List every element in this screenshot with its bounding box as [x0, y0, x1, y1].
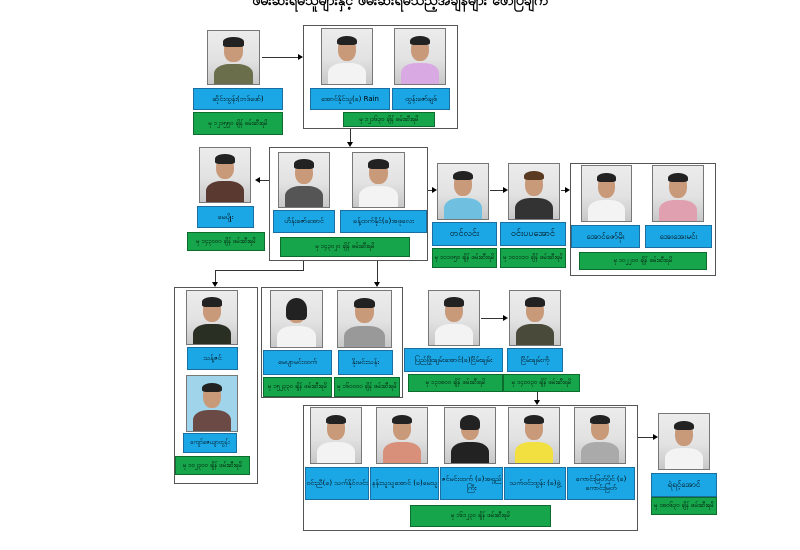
arrest-time: မှ ၁၀၁၀၅၀ ချိန် ဖမ်းဆီးရမိ	[432, 248, 497, 268]
connector	[215, 270, 304, 271]
connector	[490, 190, 503, 191]
person-name: အောင်နိုင်သူ(ခ) Rain	[310, 88, 390, 110]
person-photo	[352, 152, 405, 208]
group-arrest-time: မှ ၁၆၁၂၃၀ ချိန် ဖမ်းဆီးရမိ	[410, 505, 551, 527]
person-photo	[581, 165, 632, 222]
arrest-time: မှ ၁၆၀၀၀၀ ချိန် ဖမ်းဆီးရမိ	[334, 377, 400, 397]
person-photo	[508, 407, 560, 464]
person-name: ထွန်းဇော်ချစ်	[392, 88, 450, 110]
arrow-right-icon	[503, 187, 511, 193]
connector	[257, 180, 269, 181]
person-photo	[652, 165, 704, 222]
diagram-title: ဖမ်းဆီးရမိသူများနှင့် ဖမ်းဆီးရမိသည့်အချိ…	[252, 0, 548, 9]
person-name: ခန့်ထက်နိုင်(ခ)အဖုလေး	[340, 210, 427, 233]
person-photo	[437, 163, 489, 220]
arrow-right-icon	[503, 315, 511, 321]
person-name: ဝင်းပပအောင်	[500, 222, 566, 246]
arrest-time: မှ ၁၈၀၆၃၀ ချိန် ဖမ်းဆီးရမိ	[651, 497, 717, 515]
person-name: အေးအေးမင်း	[645, 225, 712, 248]
person-name: မေပျိုး	[197, 206, 254, 228]
arrow-right-icon	[565, 187, 573, 193]
connector	[428, 190, 432, 191]
connector	[350, 129, 351, 142]
person-name: ရဲရင့်အောင်	[651, 473, 717, 497]
person-photo	[186, 375, 238, 432]
arrest-time: မှ ၁၀၂၃၀၀ ချိန် ဖမ်းဆီးရမိ	[175, 456, 250, 475]
arrow-down-icon	[347, 142, 353, 150]
person-name: သက်ဝင်းထွန်း (ခ)ဖွဲ့	[504, 467, 566, 500]
arrest-time: မှ ၁၅၂၃၃၀ ချိန် ဖမ်းဆီးရမိ	[263, 377, 332, 397]
connector	[561, 190, 565, 191]
person-name: ဟိန်းဇော်အောင်	[273, 210, 335, 233]
connector	[481, 318, 503, 319]
connector	[537, 392, 538, 400]
person-name: ဆိုင်းထွန်း(ဘဒ်ဖော်)	[193, 88, 283, 110]
person-photo	[509, 290, 561, 346]
person-photo	[207, 30, 260, 85]
arrest-time: မှ ၁၀၁၁၁၀ ချိန် ဖမ်းဆီးရမိ	[500, 248, 566, 268]
person-photo	[186, 290, 238, 345]
arrest-time: မှ ၁၂၁၅၅၀ ချိန် ဖမ်းဆီးရမိ	[193, 112, 283, 135]
connector	[215, 270, 216, 282]
person-name: ပြည်ဖြိုးချမ်းအောင်(ခ)ငြိမ်းချမ်း	[404, 348, 503, 372]
group-arrest-time: မှ ၁၀၂၂၀၀ ချိန် ဖမ်းဆီးရမိ	[579, 252, 707, 270]
person-name: နန်းသူသူအောင် (ခ)မေသူ	[370, 467, 439, 500]
person-photo	[444, 407, 496, 464]
group-arrest-time: မှ ၁၂၁၆၃၀ ချိန် ဖမ်းဆီးရမိ	[343, 112, 435, 127]
person-name: ဝင်းညီ(ခ) သက်နိုင်လင်း	[305, 467, 369, 500]
arrow-right-icon	[298, 54, 306, 60]
person-photo	[394, 28, 446, 85]
person-photo	[574, 407, 626, 464]
person-name: တင်လင်း	[432, 222, 497, 246]
person-photo	[337, 290, 392, 348]
person-photo	[508, 163, 560, 220]
arrow-right-icon	[432, 187, 440, 193]
person-photo	[376, 407, 428, 464]
arrow-left-icon	[252, 177, 260, 183]
person-name: နိုးမင်းသန်း	[338, 350, 393, 375]
arrest-time: မှ ၁၃၁၈၀၀ ချိန် ဖမ်းဆီးရမိ	[408, 374, 503, 392]
person-name: ငြိမ်းချမ်းကို	[507, 348, 563, 372]
person-photo	[270, 290, 323, 348]
person-photo	[428, 290, 480, 346]
person-name: ကျော်ဇေယျာထွန်း	[183, 433, 237, 453]
person-name: ဇင်မင်းထက် (ခ)အရှည်ကြီး	[440, 467, 503, 500]
person-photo	[199, 147, 251, 203]
person-photo	[278, 152, 330, 208]
person-photo	[321, 28, 373, 85]
arrow-down-icon	[212, 282, 218, 290]
person-photo	[310, 407, 362, 464]
person-name: ကောင်းမြတ်ပိုင် (ခ) ကောင်းမြတ်	[567, 467, 635, 500]
arrow-right-icon	[653, 434, 661, 440]
connector	[638, 437, 653, 438]
connector	[262, 57, 298, 58]
arrow-down-icon	[374, 282, 380, 290]
person-name: သန့်ဇင်	[187, 347, 238, 370]
person-name: အောင်ဇော်မိုး	[571, 225, 640, 248]
arrest-time: မှ ၁၄၀၀၃၀ ချိန် ဖမ်းဆီးရမိ	[503, 374, 580, 392]
connector	[303, 261, 304, 270]
connector	[377, 261, 378, 282]
group-arrest-time: မှ ၁၄၃၀၂၀ ချိန် ဖမ်းဆီးရမိ	[280, 237, 410, 257]
arrow-down-icon	[534, 400, 540, 408]
person-photo	[658, 413, 710, 470]
arrest-time: မှ ၁၄၃၀၀၀ ချိန် ဖမ်းဆီးရမိ	[187, 232, 265, 251]
person-name: မေပျာမင်းထက်	[263, 350, 332, 375]
